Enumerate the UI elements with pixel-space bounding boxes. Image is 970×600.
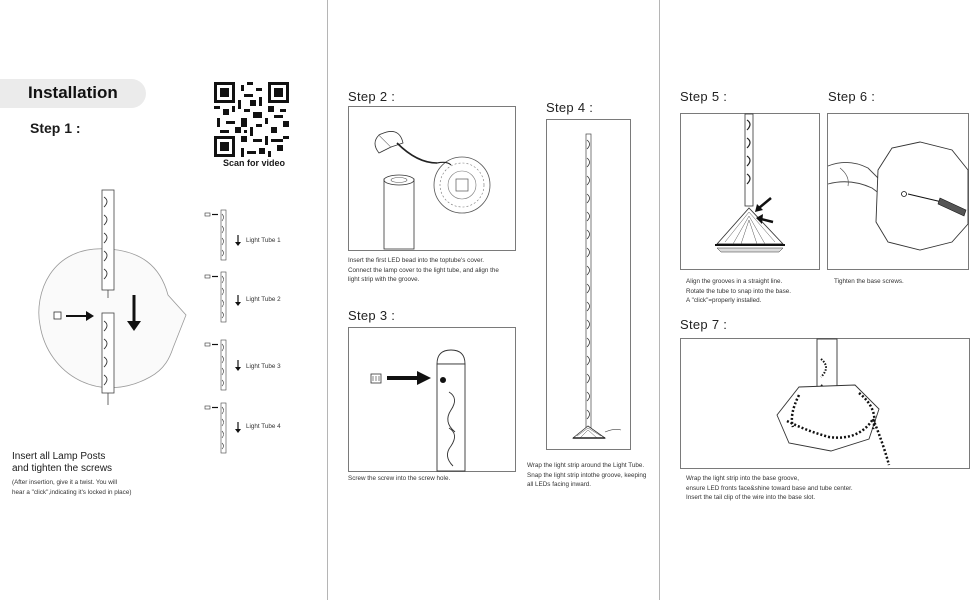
step6-title: Step 6 : xyxy=(828,89,875,104)
base-groove-wiring-illustration xyxy=(681,339,969,468)
step7-caption-line-2: ensure LED fronts face&shine toward base… xyxy=(686,484,966,494)
step6-figure xyxy=(827,113,969,270)
step7-caption-line-1: Wrap the light strip into the base groov… xyxy=(686,474,966,484)
base-screw-illustration xyxy=(828,114,968,269)
step7-caption-line-3: Insert the tail clip of the wire into th… xyxy=(686,493,966,503)
step7-figure xyxy=(680,338,970,469)
step5-figure xyxy=(680,113,820,270)
step6-caption: Tighten the base screws. xyxy=(834,277,904,287)
step5-caption: Align the grooves in a straight line. Ro… xyxy=(686,277,821,306)
tube-into-base-illustration xyxy=(681,114,819,269)
step5-title: Step 5 : xyxy=(680,89,727,104)
step7-title: Step 7 : xyxy=(680,317,727,332)
step5-caption-line-3: A "click"=properly installed. xyxy=(686,296,821,306)
step5-caption-line-2: Rotate the tube to snap into the base. xyxy=(686,287,821,297)
step7-caption: Wrap the light strip into the base groov… xyxy=(686,474,966,503)
step5-caption-line-1: Align the grooves in a straight line. xyxy=(686,277,821,287)
